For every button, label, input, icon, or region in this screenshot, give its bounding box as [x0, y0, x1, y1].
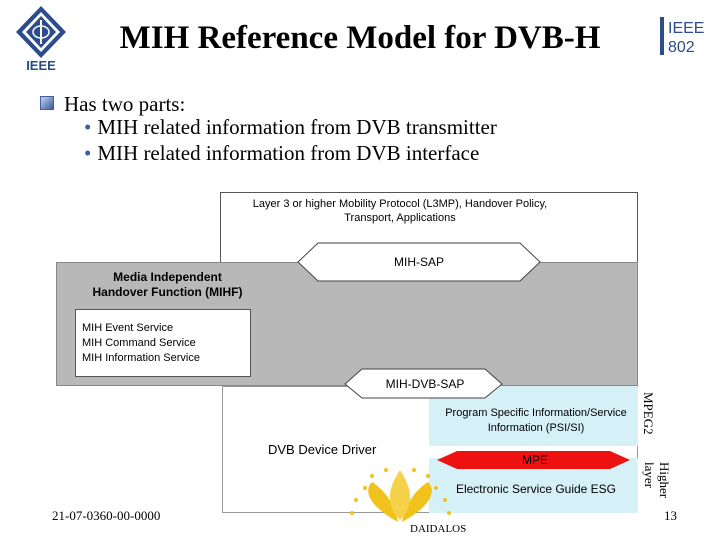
main-bullet-text: Has two parts:	[64, 92, 186, 116]
ieee-logo: IEEE	[10, 4, 72, 74]
mih-dvb-sap-shape	[344, 368, 503, 399]
mih-service-item: MIH Event Service	[82, 322, 174, 334]
bullet-dot-icon: •	[84, 115, 92, 139]
footer-doc-id: 21-07-0360-00-0000	[52, 508, 161, 523]
mih-sap-label: MIH-SAP	[393, 255, 444, 269]
bullet-dot-icon: •	[84, 141, 92, 165]
mih-services-list: MIH Event Service MIH Command Service MI…	[82, 321, 200, 366]
mihf-label-line: Handover Function (MIHF)	[92, 285, 243, 299]
slide-title: MIH Reference Model for DVB-H	[119, 20, 601, 56]
dvb-driver-label: DVB Device Driver	[268, 442, 377, 457]
ieee802-logo-top: IEEE	[668, 20, 704, 37]
bullet-box-icon	[40, 96, 54, 110]
sub-bullet: •MIH related information from DVB transm…	[84, 115, 497, 140]
sub-bullet-text: MIH related information from DVB transmi…	[97, 115, 497, 139]
mih-services-box	[75, 309, 251, 377]
mih-sap-shape	[297, 242, 541, 282]
mpe-label: MPE	[521, 453, 548, 467]
psi-si-label: Program Specific Information/Service Inf…	[445, 407, 627, 434]
mpeg2-label: MPEG2	[641, 392, 656, 435]
ieee802-logo: IEEE 802	[658, 14, 704, 58]
mpe-arrow-shape	[437, 451, 630, 469]
l3mp-label: Layer 3 or higher Mobility Protocol (L3M…	[252, 198, 548, 224]
esg-label: Electronic Service Guide ESG	[455, 482, 617, 496]
ieee-logo-text: IEEE	[26, 58, 56, 73]
footer-brand: DAIDALOS	[410, 523, 467, 535]
mih-dvb-sap-label: MIH-DVB-SAP	[385, 377, 465, 391]
sub-bullet-text: MIH related information from DVB interfa…	[97, 141, 480, 165]
sub-bullet: •MIH related information from DVB interf…	[84, 141, 479, 166]
ieee802-logo-bottom: 802	[668, 39, 695, 56]
footer-page-number: 13	[664, 508, 677, 523]
higher-layer-label: Higher layer	[642, 462, 672, 499]
mihf-label: Media Independent Handover Function (MIH…	[70, 270, 265, 300]
main-bullet: Has two parts:	[40, 92, 185, 117]
mih-service-item: MIH Information Service	[82, 352, 200, 364]
mih-service-item: MIH Command Service	[82, 337, 196, 349]
mihf-label-line: Media Independent	[113, 270, 222, 284]
daidalos-logo-icon	[350, 468, 451, 522]
